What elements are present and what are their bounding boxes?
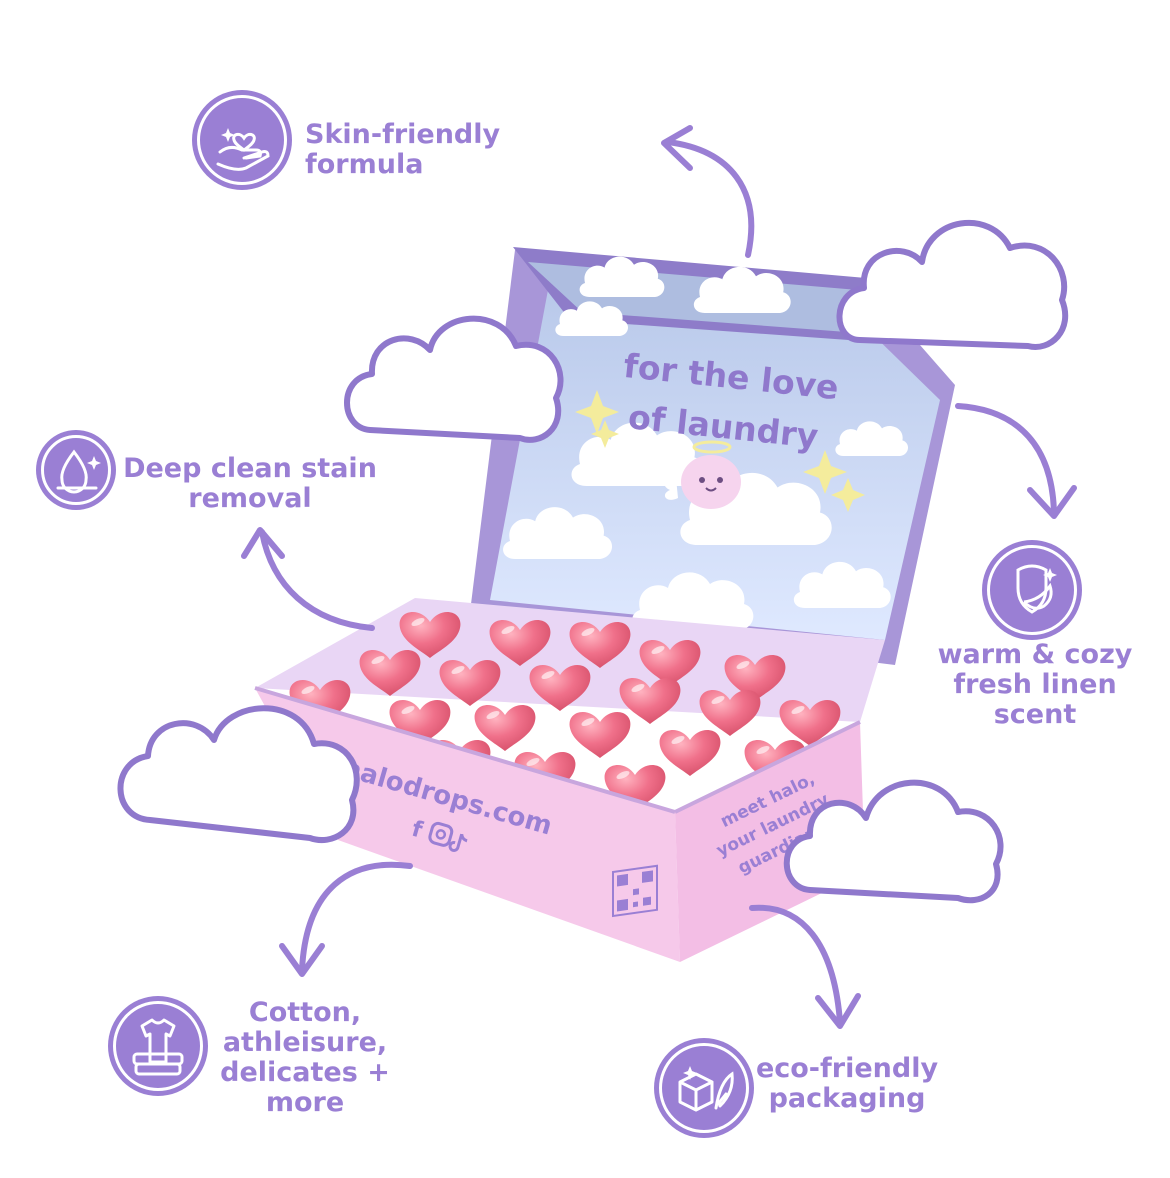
feature-skin-label: Skin-friendly formula: [305, 119, 501, 180]
arrow-to-scent-feature: [955, 403, 1057, 515]
feature-fabric-label-line-1: Cotton,: [248, 997, 362, 1028]
arrow-to-eco-feature: [749, 904, 843, 1025]
arrow-to-skin-feature: [665, 139, 755, 258]
feature-eco-label-line-2: packaging: [768, 1083, 926, 1114]
feature-fabric-label-line-4: more: [265, 1087, 345, 1118]
feature-fabric-label-line-3: delicates +: [220, 1057, 390, 1088]
feature-scent-label-line-2: fresh linen: [953, 669, 1117, 700]
feature-eco-label-line-1: eco-friendly: [755, 1053, 939, 1084]
sparkle-icon: [831, 478, 865, 512]
instagram-icon: [428, 821, 454, 847]
arrow-to-stain-feature: [259, 529, 375, 631]
box-lid: for the love of laundry: [470, 247, 955, 665]
cloud-outline-bottom-left: [117, 705, 360, 843]
drop-sparkle-icon: [36, 430, 116, 510]
folded-clothes-icon: [108, 996, 208, 1096]
sparkle-icon: [591, 420, 619, 448]
feature-stain-label-line-1: Deep clean stain: [123, 453, 377, 484]
hand-heart-icon: [192, 90, 292, 190]
qr-code-icon: [612, 864, 658, 918]
feature-stain-label-line-2: removal: [188, 483, 312, 514]
arrow-to-fabric-feature: [299, 861, 413, 973]
box-feather-icon: [654, 1038, 754, 1138]
cloud-outline-bottom-right: [783, 779, 1004, 904]
cloud-outline-center-left: [344, 315, 564, 443]
sparkle-icon: [803, 450, 847, 494]
sparkle-icon: [575, 390, 619, 434]
tiktok-icon: [448, 833, 468, 852]
feature-scent-label-line-1: warm & cozy: [937, 639, 1133, 670]
feature-fabric-label-line-2: athleisure,: [222, 1027, 388, 1058]
shield-leaf-icon: [982, 540, 1082, 640]
feature-scent-label-line-3: scent: [993, 699, 1077, 730]
halo-angel-mascot: [663, 440, 759, 509]
cloud-outline-top-right: [836, 219, 1069, 350]
